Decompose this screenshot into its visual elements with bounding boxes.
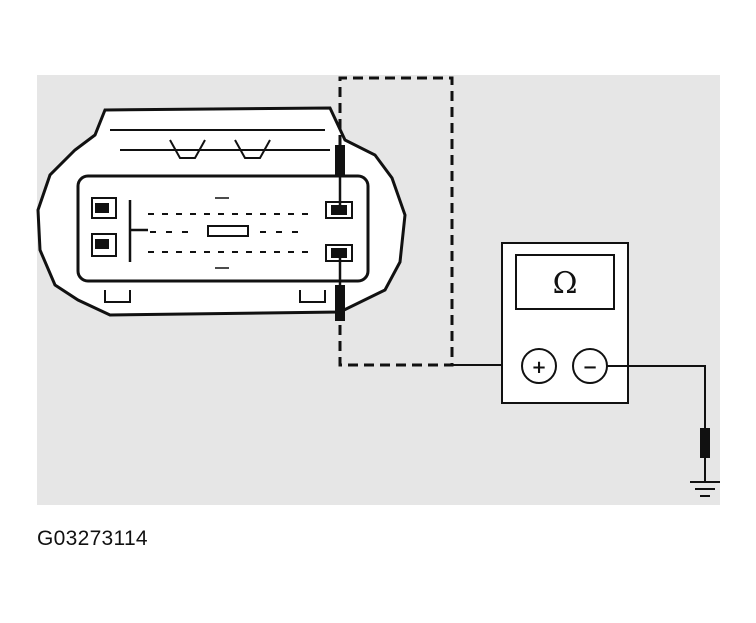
lead-negative — [607, 365, 706, 428]
connector-bottom-tabs — [104, 290, 326, 303]
pin-row-middle — [150, 225, 298, 237]
probe-lower — [335, 255, 345, 321]
large-terminal-upper — [91, 197, 117, 219]
ohm-symbol: Ω — [553, 266, 578, 301]
connector — [36, 106, 407, 317]
ohmmeter-display — [515, 254, 615, 310]
probe-tip-icon — [335, 145, 345, 175]
test-terminal-lower — [325, 244, 353, 262]
probe-upper — [335, 145, 345, 206]
ohmmeter: Ω + − — [501, 242, 629, 404]
ground-symbol-icon — [690, 481, 720, 497]
positive-terminal-jack — [521, 348, 557, 384]
connector-latch-ridges — [169, 139, 271, 159]
connector-face — [76, 174, 370, 283]
connector-top-ribs — [110, 129, 330, 151]
figure-id: G03273114 — [37, 527, 148, 550]
negative-terminal-label: − — [582, 357, 597, 378]
jumper-wire-dashed — [338, 76, 454, 367]
probe-tip-icon — [335, 285, 345, 321]
positive-terminal-label: + — [531, 357, 546, 378]
connector-key-marks — [215, 197, 229, 269]
connector-divider — [128, 200, 148, 262]
large-terminal-lower — [91, 233, 117, 257]
probe-tip-icon — [700, 428, 710, 458]
